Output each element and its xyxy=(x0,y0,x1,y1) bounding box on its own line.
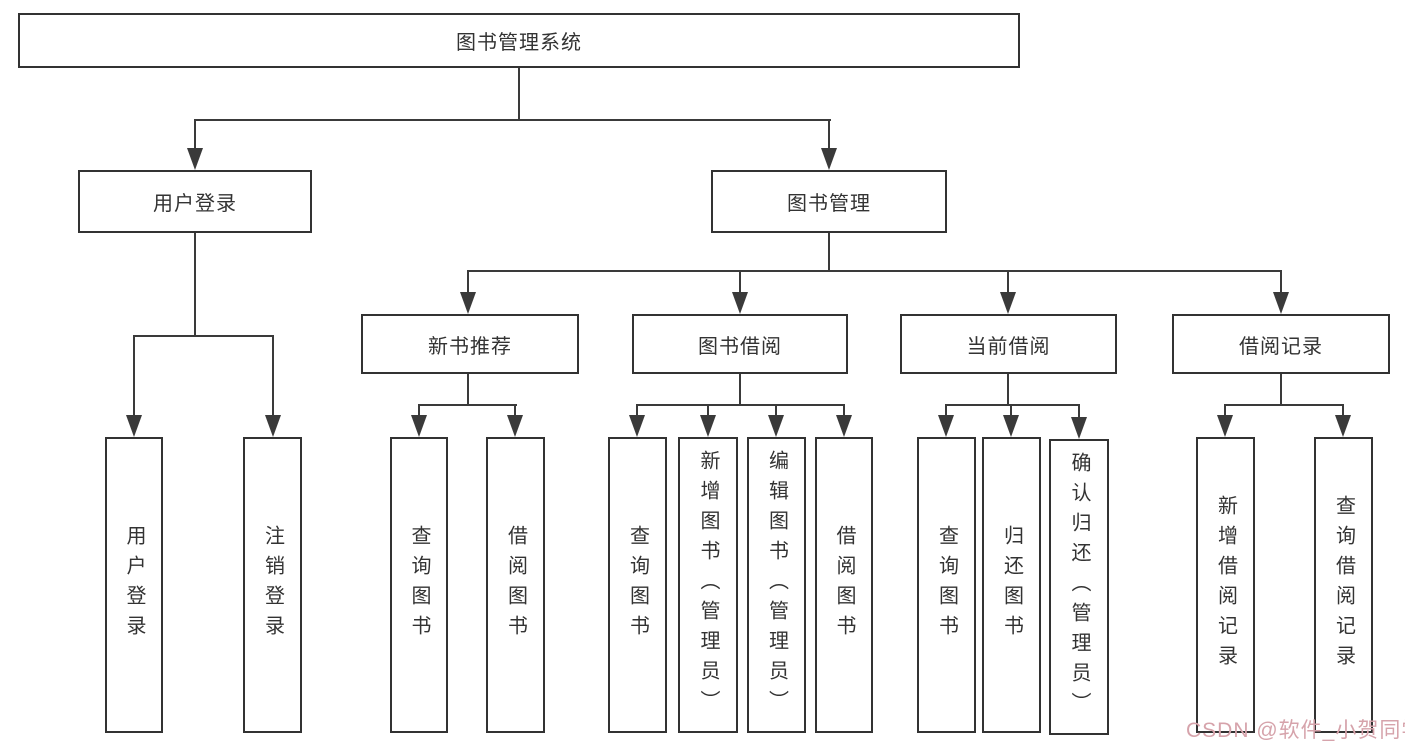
connector-line xyxy=(828,233,830,272)
connector-line xyxy=(133,335,135,416)
node-new-book-recommendation: 新书推荐 xyxy=(361,314,579,374)
arrow-head xyxy=(1000,292,1016,314)
arrow-head xyxy=(265,415,281,437)
connector-line xyxy=(418,404,517,406)
connector-line xyxy=(636,404,845,406)
node-book-management: 图书管理 xyxy=(711,170,947,233)
node-current-confirm-return-admin: 确认归还（管理员） xyxy=(1049,439,1109,735)
node-records-add-record: 新增借阅记录 xyxy=(1196,437,1255,733)
arrow-head xyxy=(507,415,523,437)
connector-line xyxy=(1224,404,1344,406)
arrow-head xyxy=(1335,415,1351,437)
connector-line xyxy=(1280,374,1282,405)
node-library-management-system: 图书管理系统 xyxy=(18,13,1020,68)
connector-line xyxy=(1078,404,1080,418)
connector-line xyxy=(945,404,1080,406)
arrow-head xyxy=(1273,292,1289,314)
arrow-head xyxy=(836,415,852,437)
node-logout: 注销登录 xyxy=(243,437,302,733)
arrow-head xyxy=(1217,415,1233,437)
arrow-head xyxy=(700,415,716,437)
connector-line xyxy=(418,404,420,418)
connector-line xyxy=(1342,404,1344,418)
arrow-head xyxy=(629,415,645,437)
connector-line xyxy=(739,374,741,405)
connector-line xyxy=(843,404,845,418)
node-current-borrowing: 当前借阅 xyxy=(900,314,1117,374)
connector-line xyxy=(707,404,709,418)
arrow-head xyxy=(821,148,837,170)
connector-line xyxy=(514,404,516,418)
connector-line xyxy=(194,119,831,121)
connector-line xyxy=(133,335,274,337)
arrow-head xyxy=(187,148,203,170)
connector-line xyxy=(518,68,520,120)
csdn-watermark: CSDN @软件_小贺同学 xyxy=(1186,719,1405,742)
node-current-query-books: 查询图书 xyxy=(917,437,976,733)
connector-line xyxy=(467,374,469,405)
arrow-head xyxy=(768,415,784,437)
arrow-head xyxy=(938,415,954,437)
arrow-head xyxy=(732,292,748,314)
arrow-head xyxy=(460,292,476,314)
node-current-return-books: 归还图书 xyxy=(982,437,1041,733)
connector-line xyxy=(1224,404,1226,418)
node-borrow-add-books-admin: 新增图书（管理员） xyxy=(678,437,738,733)
connector-line xyxy=(1010,404,1012,418)
node-user-login: 用户登录 xyxy=(78,170,312,233)
connector-line xyxy=(636,404,638,418)
connector-line xyxy=(1007,374,1009,405)
node-book-borrowing: 图书借阅 xyxy=(632,314,848,374)
arrow-head xyxy=(411,415,427,437)
node-borrow-borrow-books: 借阅图书 xyxy=(815,437,873,733)
connector-line xyxy=(467,270,469,294)
connector-line xyxy=(1280,270,1282,294)
connector-line xyxy=(272,335,274,416)
connector-line xyxy=(194,233,196,337)
connector-line xyxy=(775,404,777,418)
connector-line xyxy=(1007,270,1009,294)
node-recommend-borrow-books: 借阅图书 xyxy=(486,437,545,733)
node-user-login-action: 用户登录 xyxy=(105,437,163,733)
connector-line xyxy=(739,270,741,294)
arrow-head xyxy=(1071,417,1087,439)
connector-line xyxy=(467,270,1282,272)
node-borrow-edit-books-admin: 编辑图书（管理员） xyxy=(747,437,806,733)
node-recommend-query-books: 查询图书 xyxy=(390,437,448,733)
connector-line xyxy=(194,119,196,150)
arrow-head xyxy=(126,415,142,437)
node-records-query-record: 查询借阅记录 xyxy=(1314,437,1373,733)
node-borrow-query-books: 查询图书 xyxy=(608,437,667,733)
connector-line xyxy=(828,119,830,150)
connector-line xyxy=(945,404,947,418)
node-borrowing-records: 借阅记录 xyxy=(1172,314,1390,374)
arrow-head xyxy=(1003,415,1019,437)
